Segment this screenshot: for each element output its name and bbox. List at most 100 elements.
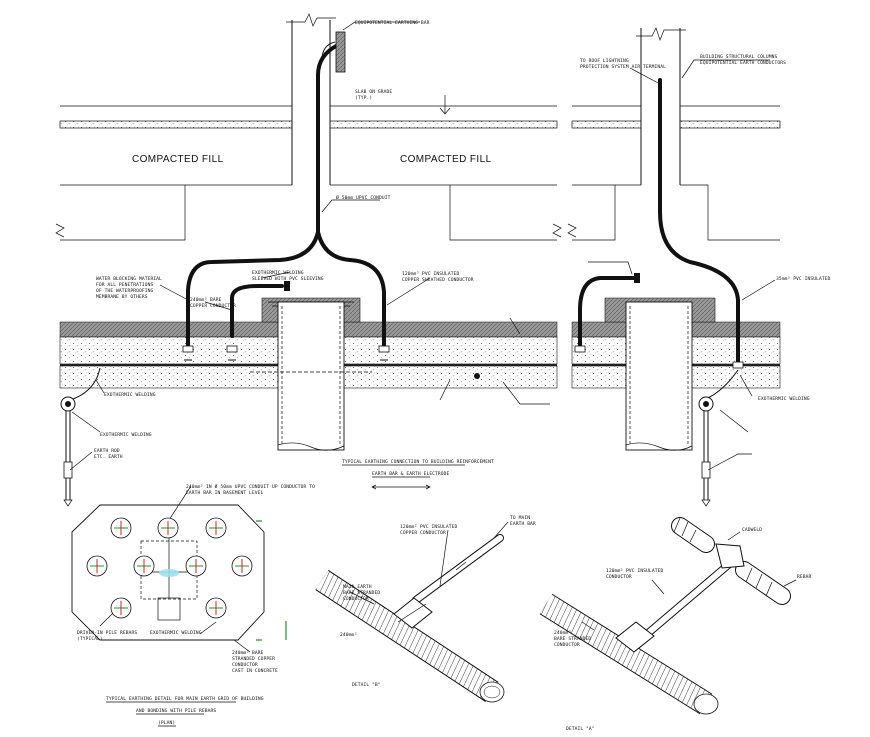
leader xyxy=(233,639,251,653)
fill-label-left: COMPACTED FILL xyxy=(132,154,224,165)
slab-right xyxy=(329,120,558,129)
leader xyxy=(681,59,770,79)
pvc-cu-label: COPPER SHEATHED CONDUCTOR xyxy=(402,277,474,283)
leader xyxy=(509,317,521,335)
leader xyxy=(69,451,93,471)
earth-rod-coupler xyxy=(63,461,73,479)
detail-a-pvc: 120mm² PVC INSULATED xyxy=(606,568,663,574)
ground-step xyxy=(572,184,780,241)
grid-label: CONDUCTOR xyxy=(232,662,258,668)
main-conductor xyxy=(540,594,712,714)
branch-conductor xyxy=(413,535,503,603)
pile xyxy=(625,301,693,451)
cadweld-joint xyxy=(615,621,655,653)
break-mark xyxy=(552,223,562,238)
detail-a xyxy=(539,517,797,715)
main-conductor xyxy=(315,570,499,702)
weld-marker xyxy=(378,345,390,361)
pile-markers xyxy=(86,517,253,619)
fill-label-right: COMPACTED FILL xyxy=(400,154,492,165)
riser-label: 240mm² IN Ø 50mm UPVC CONDUIT UP CONDUCT… xyxy=(186,483,315,490)
earth-pit-core xyxy=(703,401,709,407)
pile-label: DRIVEN-IN PILE REBARS xyxy=(77,630,137,636)
slab-label: SLAB ON GRADE xyxy=(355,89,392,95)
equipotential-earth-bar xyxy=(335,31,346,73)
weld-pile xyxy=(284,281,290,291)
main-title: TYPICAL EARTHING CONNECTION TO BUILDING … xyxy=(342,459,494,465)
detail-a-title: DETAIL "A" xyxy=(566,726,595,732)
branch-conductor xyxy=(637,557,737,643)
earth-rod-label: ETC. EARTH xyxy=(94,454,123,460)
weld-highlight xyxy=(159,569,179,577)
detail-a-rebar: REBAR xyxy=(797,574,811,580)
detail-b-size: 240mm² xyxy=(340,632,357,638)
leader xyxy=(629,67,661,85)
cadweld-joint xyxy=(393,597,433,629)
slab-left xyxy=(59,120,293,129)
leader xyxy=(719,409,749,433)
water-block-label: WATER BLOCKING MATERIAL xyxy=(96,276,162,282)
building-label: BUILDING STRUCTURAL COLUMNS xyxy=(700,54,778,60)
column-break xyxy=(286,13,336,27)
slab-right xyxy=(679,120,781,129)
branch-conductor-left xyxy=(186,230,320,352)
detail-b-main: BARE STRANDED xyxy=(343,590,380,596)
plan-title: TYPICAL EARTHING DETAIL FOR MAIN EARTH G… xyxy=(106,696,264,702)
leader xyxy=(783,579,797,587)
leader xyxy=(493,521,509,539)
detail-b-pvc: COPPER CONDUCTOR xyxy=(400,530,446,536)
rebar-upper xyxy=(671,517,715,553)
weld-marker xyxy=(226,345,238,361)
main-subtitle: EARTH BAR & EARTH ELECTRODE xyxy=(372,471,450,477)
earth-rod-label: EARTH ROD xyxy=(94,448,120,454)
earth-rod xyxy=(65,411,71,500)
detail-b-main: CONDUCTOR xyxy=(343,596,369,602)
conductor-end xyxy=(479,681,505,703)
leader xyxy=(204,301,233,311)
leader xyxy=(261,271,291,279)
earth-rod-connector xyxy=(69,367,101,401)
leader xyxy=(588,261,633,275)
grid-label: CAST IN CONCRETE xyxy=(232,668,278,674)
leader xyxy=(342,21,420,31)
conductor-end xyxy=(693,693,719,715)
pile-break xyxy=(625,442,693,451)
break-mark xyxy=(55,223,65,238)
riser-conductor xyxy=(316,43,340,234)
slab-left xyxy=(571,120,642,129)
conductor-label: 35mm² PVC INSULATED xyxy=(776,276,831,282)
exo-sleeve-label: EXOTHERMIC WELDING xyxy=(252,270,304,276)
leader xyxy=(71,411,101,433)
exo-sleeve-label: SLEEVED WITH PVC SLEEVING xyxy=(252,276,324,282)
pile-rebar xyxy=(281,306,341,446)
pile xyxy=(277,301,345,451)
detail-b-main: MAIN EARTH xyxy=(343,584,372,590)
exo-label: EXOTHERMIC WELDING xyxy=(150,630,202,636)
detail-a-pvc: CONDUCTOR xyxy=(606,574,632,580)
right-elevation xyxy=(567,27,781,507)
pile-rebar xyxy=(629,306,689,446)
leader xyxy=(741,279,776,301)
leader xyxy=(168,485,192,521)
leader xyxy=(321,199,380,213)
detail-b-pvc: 120mm² PVC INSULATED xyxy=(400,524,457,530)
pile-break xyxy=(277,442,345,451)
column-break xyxy=(636,27,686,42)
water-block-label: FOR ALL PENETRATIONS xyxy=(96,282,153,288)
water-block-label: OF THE WATERPROOFING xyxy=(96,288,153,294)
detail-b-to-bar: TO MAIN xyxy=(510,515,530,521)
detail-a-bare: CONDUCTOR xyxy=(554,642,580,648)
detail-a-bare: BARE STRANDED xyxy=(554,636,591,642)
earth-bar-label: EQUIPOTENTIAL EARTHING BAR xyxy=(355,20,430,26)
dimension-arrow xyxy=(371,476,431,490)
conductor-end-inner xyxy=(483,685,501,699)
column-upper xyxy=(640,28,681,185)
weld-dot xyxy=(474,373,480,379)
weld-column xyxy=(634,273,640,283)
cadweld-edge xyxy=(397,603,427,623)
leader xyxy=(159,284,189,301)
leader xyxy=(386,277,431,306)
plan-title-underline xyxy=(106,701,236,727)
bare-cu-label: 240mm² BARE xyxy=(190,297,222,303)
